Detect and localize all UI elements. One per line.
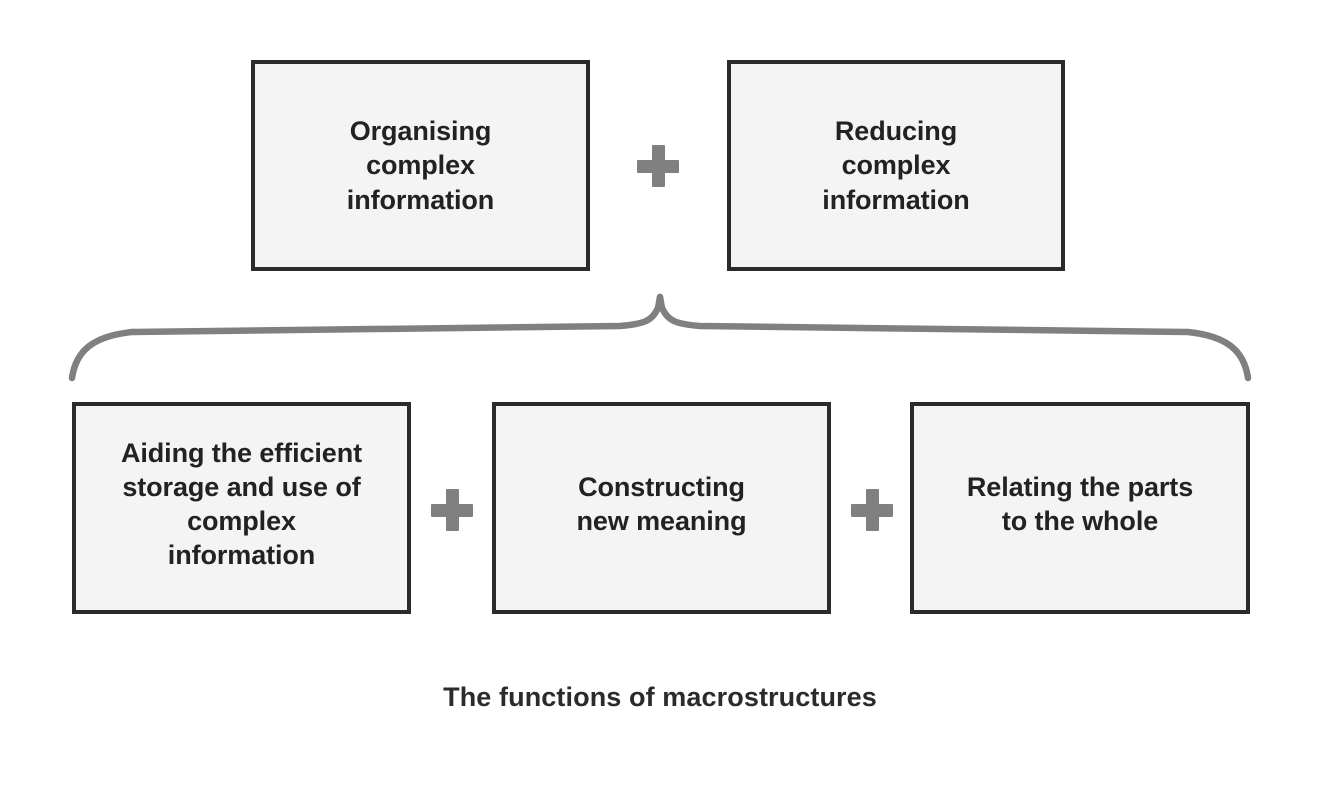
box-organising-complex-information[interactable]: Organising complex information bbox=[251, 60, 590, 271]
plus-icon-vertical-bar bbox=[865, 489, 879, 531]
box-relating-parts-to-whole[interactable]: Relating the parts to the whole bbox=[910, 402, 1250, 614]
box-aiding-efficient-storage[interactable]: Aiding the efficient storage and use of … bbox=[72, 402, 411, 614]
box-label: Relating the parts to the whole bbox=[966, 471, 1194, 536]
brace-left-arm bbox=[68, 293, 664, 382]
box-constructing-new-meaning[interactable]: Constructing new meaning bbox=[492, 402, 831, 614]
box-reducing-complex-information[interactable]: Reducing complex information bbox=[727, 60, 1065, 271]
plus-icon-top bbox=[637, 145, 679, 187]
box-label: Reducing complex information bbox=[822, 116, 970, 215]
diagram-caption: The functions of macrostructures bbox=[443, 682, 877, 712]
plus-icon-bottom-left bbox=[431, 489, 473, 531]
curly-brace-connector bbox=[68, 293, 1252, 382]
brace-right-arm bbox=[656, 293, 1252, 382]
box-label: Aiding the efficient storage and use of … bbox=[120, 437, 362, 571]
plus-icon-vertical-bar bbox=[651, 145, 665, 187]
box-label: Constructing new meaning bbox=[576, 471, 747, 536]
plus-icon-bottom-right bbox=[851, 489, 893, 531]
box-label: Organising complex information bbox=[346, 116, 495, 215]
plus-icon-vertical-bar bbox=[445, 489, 459, 531]
